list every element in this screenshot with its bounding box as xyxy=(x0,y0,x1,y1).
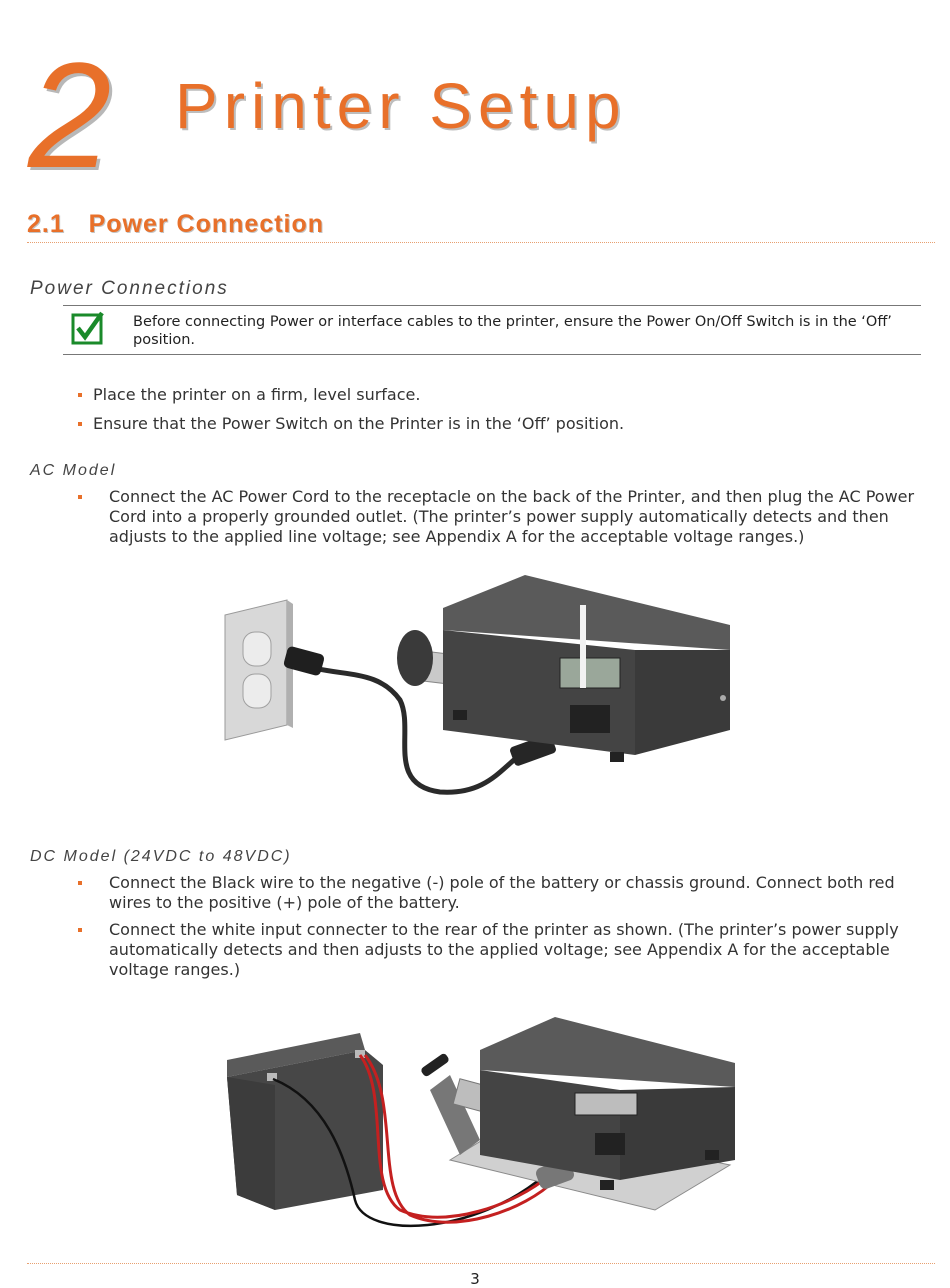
list-item: Connect the white input connecter to the… xyxy=(78,920,934,980)
ac-model-heading: AC Model xyxy=(30,462,117,479)
red-wire xyxy=(363,1054,557,1224)
section-divider xyxy=(27,242,935,243)
dc-connection-illustration xyxy=(227,1017,735,1228)
power-connections-heading: Power Connections xyxy=(30,278,229,299)
section-title: 2.1 Power Connection xyxy=(27,210,325,238)
list-item: Connect the AC Power Cord to the recepta… xyxy=(78,487,934,547)
list-item: Connect the Black wire to the negative (… xyxy=(78,873,934,913)
note-text: Before connecting Power or interface cab… xyxy=(133,314,892,348)
dc-model-heading: DC Model (24VDC to 48VDC) xyxy=(30,848,292,865)
printer xyxy=(480,1017,735,1190)
checkbox-checked-icon xyxy=(71,311,104,345)
power-cord xyxy=(288,657,522,795)
list-item: Ensure that the Power Switch on the Prin… xyxy=(78,414,913,434)
black-wire xyxy=(272,1077,546,1228)
page-number: 3 xyxy=(470,1270,480,1288)
chapter-title: Printer Setup xyxy=(175,70,627,142)
wall-outlet xyxy=(224,599,293,741)
ac-connection-illustration xyxy=(224,575,730,795)
chapter-number: 2 xyxy=(28,31,112,199)
printer xyxy=(443,575,730,762)
note-box: Before connecting Power or interface cab… xyxy=(63,305,921,355)
battery xyxy=(227,1033,383,1210)
red-wire xyxy=(358,1054,551,1219)
plug xyxy=(283,646,325,676)
list-item: Place the printer on a firm, level surfa… xyxy=(78,385,913,405)
footer-divider xyxy=(27,1263,935,1264)
